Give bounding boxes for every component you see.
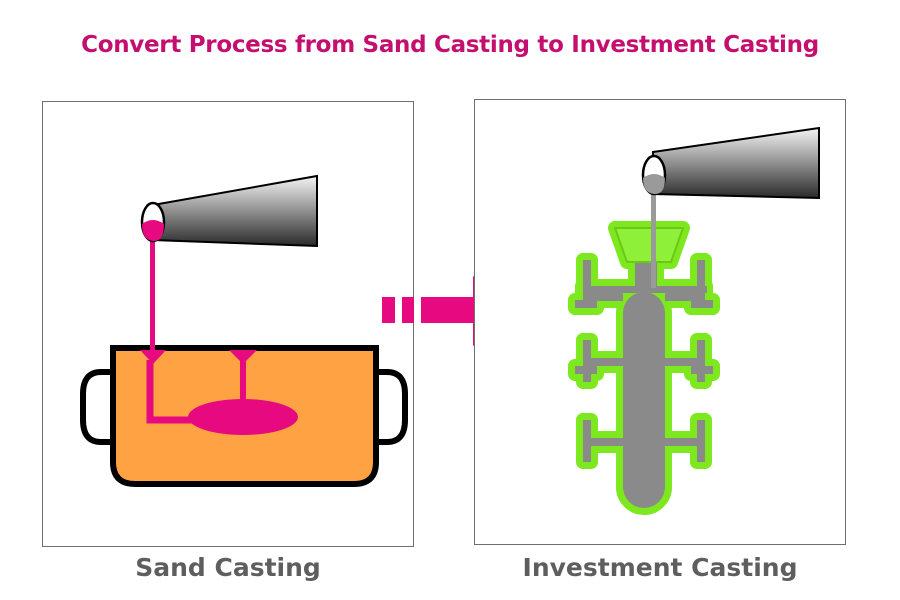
sand-casting-illustration bbox=[80, 174, 408, 487]
ladle-body-icon bbox=[652, 126, 820, 200]
flask-handle-left-icon bbox=[80, 369, 115, 445]
ladle-metal-level bbox=[142, 220, 164, 242]
investment-casting-caption: Investment Casting bbox=[522, 553, 798, 582]
riser-neck bbox=[240, 360, 246, 406]
flask-handle-right-icon bbox=[373, 369, 408, 445]
molten-stream bbox=[150, 230, 155, 356]
sand-casting-panel bbox=[42, 101, 414, 547]
investment-tree-icon bbox=[568, 221, 720, 515]
ladle-body-icon bbox=[152, 174, 318, 248]
pour-cup bbox=[613, 227, 685, 263]
sand-casting-caption: Sand Casting bbox=[135, 553, 321, 582]
ladle-metal-level bbox=[643, 174, 665, 195]
sprue-cup-left bbox=[140, 350, 166, 364]
casting-cavity bbox=[188, 399, 298, 435]
molten-stream bbox=[651, 176, 656, 288]
page-title: Convert Process from Sand Casting to Inv… bbox=[81, 32, 819, 58]
investment-casting-panel bbox=[474, 99, 846, 545]
riser-cup bbox=[229, 350, 257, 364]
investment-casting-illustration bbox=[568, 126, 820, 515]
